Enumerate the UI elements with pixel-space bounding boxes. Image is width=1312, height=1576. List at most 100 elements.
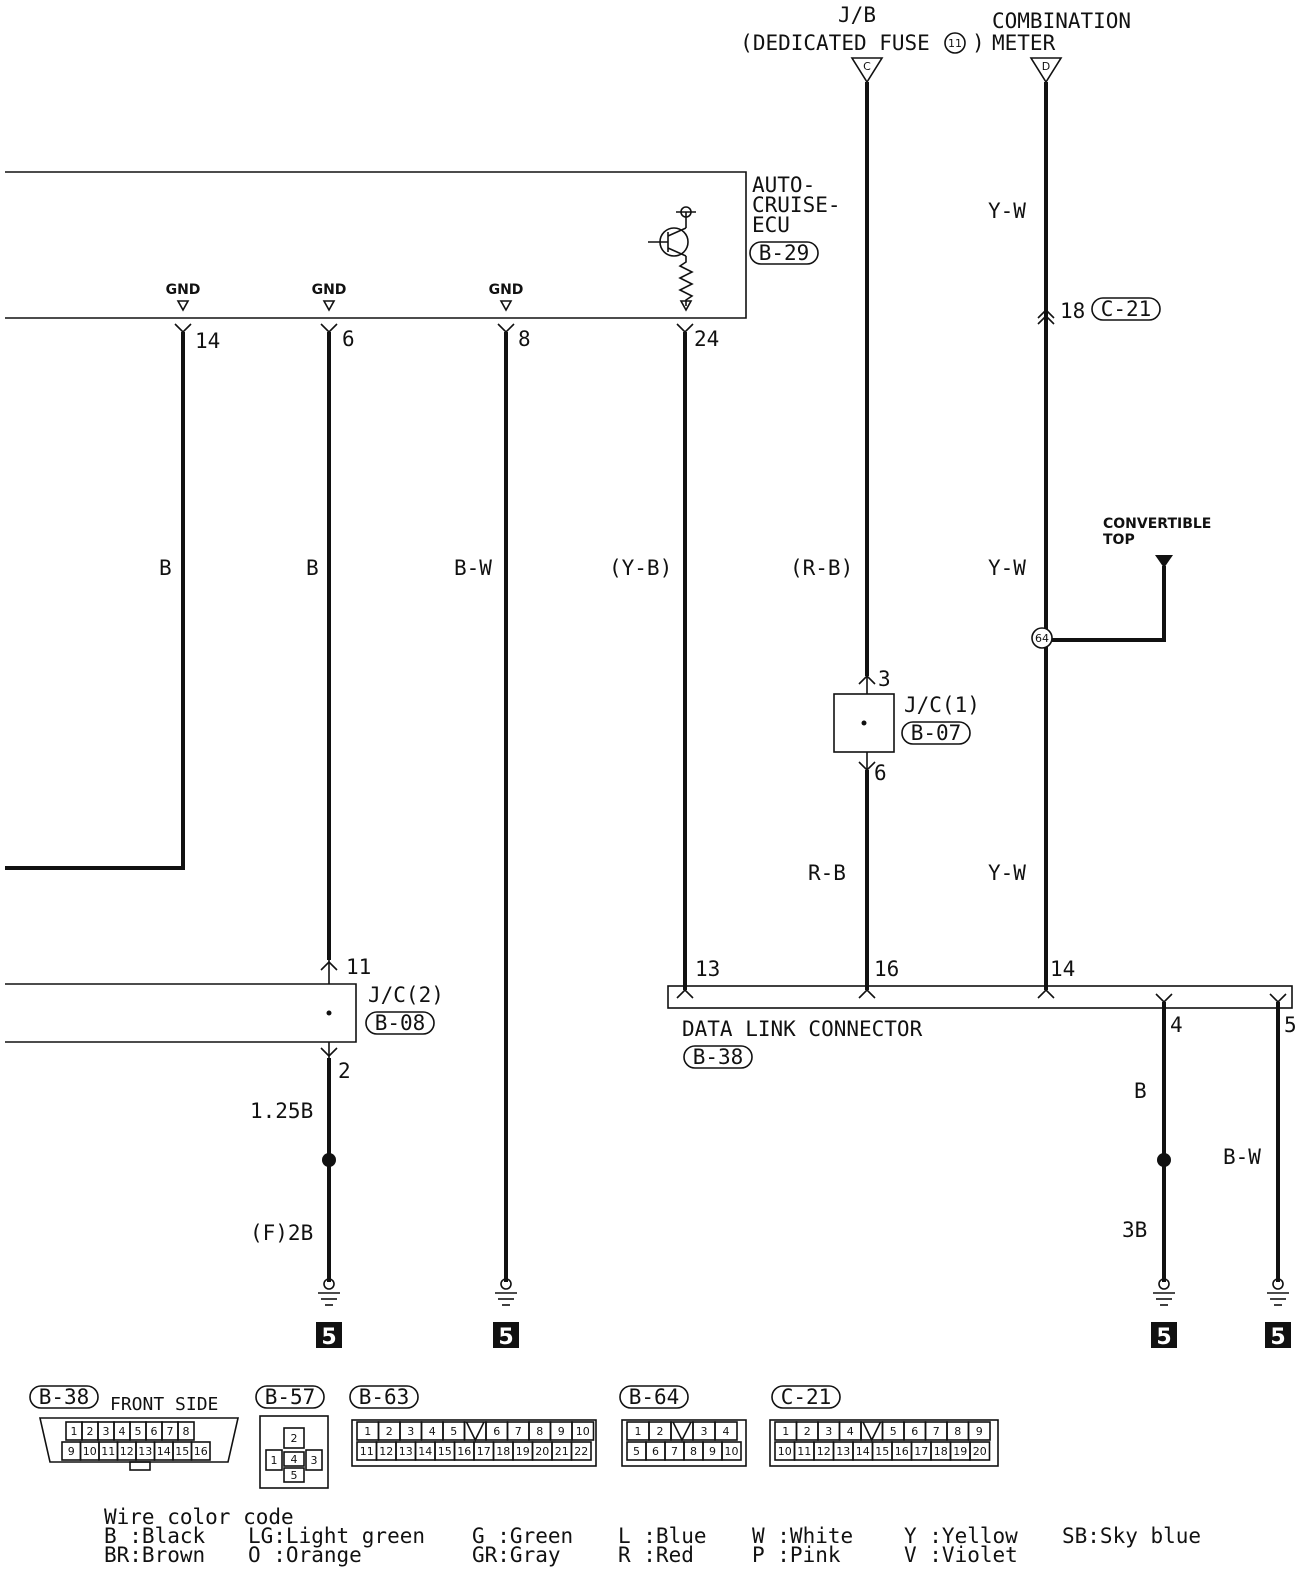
b57-face (259, 1415, 329, 1489)
connector-pin-number: 19 (953, 1445, 967, 1458)
connector-key-icon (672, 1421, 692, 1442)
legend-item: V :Violet (904, 1543, 1018, 1567)
legend-item: SB:Sky blue (1062, 1524, 1201, 1548)
jc2-dot (326, 1010, 332, 1016)
fuse-number: 11 (948, 37, 962, 50)
connector-pin-number: 10 (778, 1445, 792, 1458)
b57-pin: 2 (291, 1432, 298, 1445)
b64-code-box (619, 1385, 689, 1409)
ground-icon (1153, 1278, 1175, 1306)
b57-pin: 5 (291, 1469, 298, 1482)
convertible-l1: CONVERTIBLE (1103, 516, 1211, 532)
connector-pin-cell (969, 1441, 991, 1461)
connector-pin-number: 18 (934, 1445, 948, 1458)
ground-reference-mark: 5 (1265, 1322, 1291, 1350)
connector-pin-number: 7 (167, 1425, 174, 1438)
connector-pin-number: 13 (399, 1445, 413, 1458)
connector-pin-number: 2 (87, 1425, 94, 1438)
connector-pin-number: 15 (438, 1445, 452, 1458)
legend-item: Y :Yellow (904, 1524, 1018, 1548)
connector-pin-cell (190, 1441, 211, 1461)
ecu-code-box (749, 241, 819, 265)
ground-icon (1267, 1278, 1289, 1306)
wire-convertible-top (1046, 566, 1166, 642)
pin-8: 8 (518, 327, 531, 351)
wire-label-bw-dlc5: B-W (1223, 1145, 1261, 1169)
connector-pin-number: 4 (429, 1425, 436, 1438)
jc1-pin-in: 3 (878, 667, 891, 691)
b57-pin: 1 (271, 1454, 278, 1467)
connector-pin-number: 9 (558, 1425, 565, 1438)
svg-text:5: 5 (498, 1325, 513, 1350)
connector-pin-number: 8 (536, 1425, 543, 1438)
connector-pin-cell (967, 1421, 991, 1441)
b63-face (351, 1419, 597, 1467)
connector-pin-number: 13 (138, 1445, 152, 1458)
legend-item: R :Red (618, 1543, 694, 1567)
jc2-code-box (365, 1011, 435, 1035)
b64-code: B-64 (629, 1385, 680, 1409)
connector-pin-number: 20 (535, 1445, 549, 1458)
connector-pin-number: 5 (890, 1425, 897, 1438)
connector-pin-number: 12 (120, 1445, 134, 1458)
connector-pin-number: 6 (493, 1425, 500, 1438)
ground-icon (318, 1278, 340, 1306)
pin-14: 14 (195, 329, 220, 353)
connector-pin-number: 1 (71, 1425, 78, 1438)
connector-pin-number: 12 (379, 1445, 393, 1458)
connector-pin-number: 8 (690, 1445, 697, 1458)
connector-pin-number: 16 (457, 1445, 471, 1458)
meter-terminal-icon (1029, 57, 1063, 84)
wire-pin14 (5, 332, 185, 870)
b57-pin: 3 (311, 1454, 318, 1467)
connector-pin-number: 17 (914, 1445, 928, 1458)
connector-pin-number: 9 (709, 1445, 716, 1458)
wire-label-bw: B-W (454, 556, 492, 580)
connector-pin-number: 16 (194, 1445, 208, 1458)
pin-24: 24 (694, 327, 719, 351)
connector-pin-number: 2 (657, 1425, 664, 1438)
b57-cell (283, 1427, 305, 1449)
c21-code-box (1091, 297, 1161, 321)
connector-pin-number: 5 (135, 1425, 142, 1438)
c21-face (769, 1419, 999, 1467)
jc2-name: J/C(2) (368, 983, 444, 1007)
connector-pin-number: 6 (652, 1445, 659, 1458)
c21-code: C-21 (1101, 297, 1152, 321)
connector-pin-number: 21 (555, 1445, 569, 1458)
convertible-arrow-icon (1155, 555, 1173, 568)
connector-pin-number: 11 (360, 1445, 374, 1458)
wire-label-yw-mid: Y-W (988, 556, 1026, 580)
b38-face (38, 1417, 240, 1463)
connector-pin-number: 7 (515, 1425, 522, 1438)
legend-item: L :Blue (618, 1524, 707, 1548)
connector-pin-cell (177, 1421, 195, 1441)
gnd-label-8: GND (489, 282, 524, 298)
connector-pin-number: 9 (68, 1445, 75, 1458)
b57-cell (265, 1449, 283, 1471)
dlc-name: DATA LINK CONNECTOR (682, 1017, 923, 1041)
connector-pin-number: 10 (83, 1445, 97, 1458)
dlc-pin-16: 16 (874, 957, 899, 981)
connector-pin-number: 3 (825, 1425, 832, 1438)
dlc-pin-4: 4 (1170, 1013, 1183, 1037)
legend-item: LG:Light green (248, 1524, 425, 1548)
wire-label-yw-top: Y-W (988, 199, 1026, 223)
ecu-code: B-29 (759, 241, 810, 265)
jb-terminal-letter: C (863, 60, 871, 73)
connector-pin-number: 8 (954, 1425, 961, 1438)
connector-pin-number: 5 (633, 1445, 640, 1458)
wire-label-rb-lower: R-B (808, 861, 846, 885)
wire-label-125b: 1.25B (250, 1099, 313, 1123)
jb-title: J/B (838, 3, 876, 27)
transistor-icon (648, 206, 696, 312)
wire-label-yb: (Y-B) (609, 556, 672, 580)
c21-face-code-box (771, 1385, 841, 1409)
b57-pin: 4 (291, 1453, 298, 1466)
connector-key-icon (862, 1421, 882, 1442)
connector-pin-number: 11 (797, 1445, 811, 1458)
